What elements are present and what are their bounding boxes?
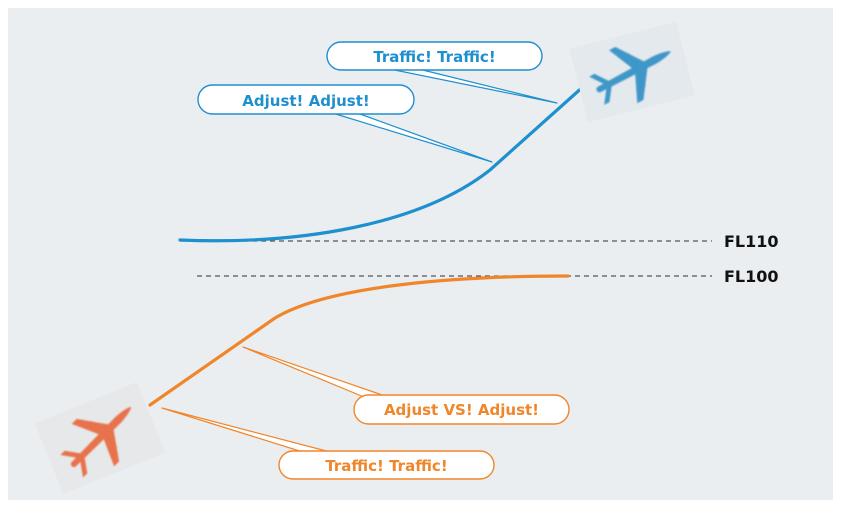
- fl100-label: FL100: [724, 267, 779, 286]
- airplane-icon-orange: [34, 382, 166, 494]
- callout-orange-adjust: Adjust VS! Adjust!: [242, 346, 570, 425]
- orange-trajectory: [148, 274, 570, 407]
- airplane-icon-blue: [569, 21, 695, 123]
- blue-trajectory: [178, 83, 587, 243]
- callout-orange-traffic-text: Traffic! Traffic!: [325, 457, 447, 475]
- callout-orange-adjust-text: Adjust VS! Adjust!: [384, 401, 539, 419]
- callout-blue-traffic-text: Traffic! Traffic!: [373, 48, 495, 66]
- callout-blue-adjust: Adjust! Adjust!: [197, 84, 493, 163]
- callout-blue-traffic: Traffic! Traffic!: [326, 41, 558, 104]
- fl110-label: FL110: [724, 232, 779, 251]
- callout-blue-adjust-text: Adjust! Adjust!: [242, 92, 369, 110]
- callout-orange-traffic: Traffic! Traffic!: [161, 407, 495, 480]
